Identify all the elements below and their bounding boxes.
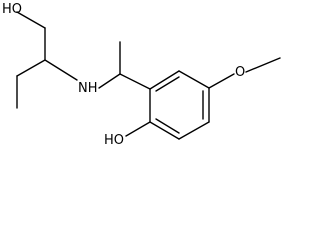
ring-bond-4	[178, 121, 210, 140]
bond-o-ch3-methoxy	[245, 57, 281, 73]
bond-n-chme	[98, 73, 121, 89]
atom-labels: HO NH O HO	[2, 2, 245, 148]
bond-ch-n	[44, 59, 78, 81]
chemical-structure-diagram: HO NH O HO	[2, 2, 281, 148]
ring-bond-5	[149, 121, 180, 140]
ring-double-bond-1	[155, 76, 180, 92]
bond-o-ch2	[16, 11, 46, 29]
methoxy-oxygen-label: O	[235, 65, 245, 80]
bond-ch-ch2-ethyl	[16, 59, 46, 77]
bond-ring-o-methoxy	[208, 73, 235, 89]
ring-bond-2	[178, 70, 210, 89]
bond-chme-ring	[119, 73, 151, 90]
ring-double-bond-3	[155, 118, 180, 134]
hydroxyl-top-label: HO	[2, 2, 22, 17]
ring-bond-1	[149, 70, 180, 90]
bonds	[16, 11, 281, 140]
amine-label: NH	[78, 81, 98, 96]
bond-ring-oh	[125, 121, 151, 137]
phenol-label: HO	[104, 133, 124, 148]
